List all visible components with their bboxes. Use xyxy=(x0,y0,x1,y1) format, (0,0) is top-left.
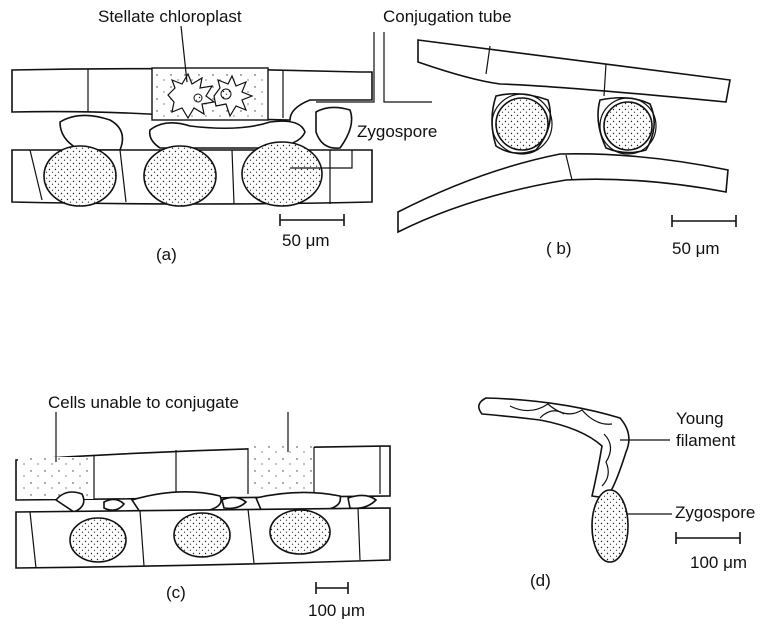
scale-label-a: 50 μm xyxy=(282,231,330,250)
panel-c: Cells unable to conjugate 100 μm (c) xyxy=(16,393,390,620)
young-label-2: filament xyxy=(676,431,736,450)
scale-label-c: 100 μm xyxy=(308,601,365,620)
conjugation-tube-label: Conjugation tube xyxy=(383,7,512,26)
young-label-1: Young xyxy=(676,409,724,428)
zygospore-c3 xyxy=(270,510,330,554)
panel-d: Young filament Zygospore 100 μm (d) xyxy=(479,398,756,590)
upper-filament-b xyxy=(418,40,730,102)
caption-d: (d) xyxy=(530,571,551,590)
zygospore-a2 xyxy=(144,146,216,206)
stellate-label: Stellate chloroplast xyxy=(98,7,242,26)
zygospore-c1 xyxy=(70,518,126,562)
zygospore-label-a: Zygospore xyxy=(357,122,437,141)
zygospore-b1 xyxy=(496,98,548,150)
cells-unable-label: Cells unable to conjugate xyxy=(48,393,239,412)
scale-label-d: 100 μm xyxy=(690,553,747,572)
young-filament xyxy=(479,398,629,498)
zygospore-label-d: Zygospore xyxy=(675,503,755,522)
zygospore-a1 xyxy=(44,146,116,206)
zygospore-c2 xyxy=(174,513,230,557)
zygospore-b2 xyxy=(604,102,652,150)
caption-b: ( b) xyxy=(546,239,572,258)
scale-label-b: 50 μm xyxy=(672,239,720,258)
caption-a: (a) xyxy=(156,245,177,264)
caption-c: (c) xyxy=(166,583,186,602)
zygospore-a3 xyxy=(242,142,322,206)
zygospore-d xyxy=(592,490,628,562)
